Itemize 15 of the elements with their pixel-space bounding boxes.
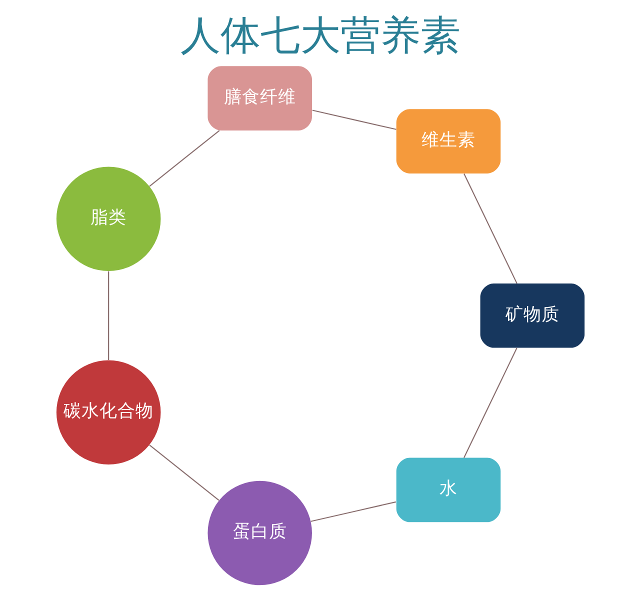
connector — [462, 348, 517, 458]
node-box: 膳食纤维 — [207, 66, 312, 130]
connector — [148, 130, 220, 187]
connector — [463, 173, 517, 284]
connector — [148, 444, 219, 501]
node-circle: 蛋白质 — [207, 480, 312, 586]
node-box: 矿物质 — [480, 283, 584, 348]
node-box: 水 — [396, 458, 500, 522]
diagram-title: 人体七大营养素 — [180, 13, 460, 60]
node-circle: 碳水化合物 — [56, 360, 160, 465]
node-box: 维生素 — [396, 109, 500, 174]
connector — [310, 501, 396, 522]
connector — [108, 271, 109, 360]
connector — [312, 110, 396, 130]
node-circle: 脂类 — [56, 166, 160, 272]
